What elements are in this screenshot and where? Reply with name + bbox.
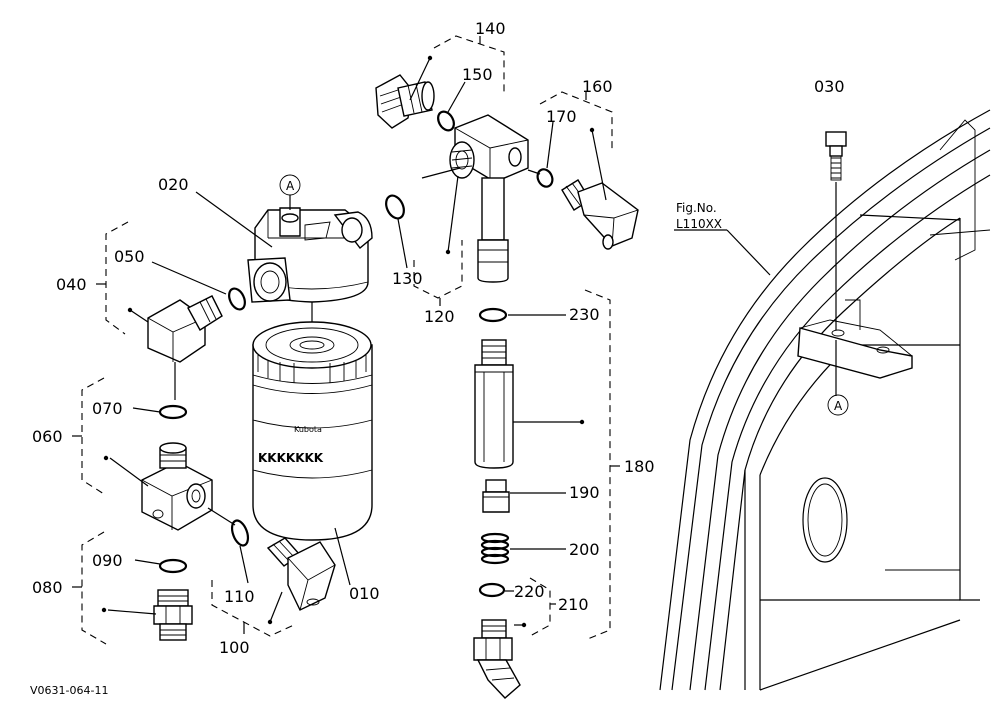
group-brackets bbox=[72, 35, 620, 645]
bolt-030 bbox=[825, 131, 847, 396]
elbow-fitting-140 bbox=[375, 74, 435, 129]
nipple-fitting-080 bbox=[153, 589, 193, 641]
label-010: 010 bbox=[349, 584, 380, 603]
elbow-fitting-100 bbox=[266, 537, 336, 611]
label-160: 160 bbox=[582, 77, 613, 96]
label-190: 190 bbox=[569, 483, 600, 502]
valve-190 bbox=[482, 479, 510, 513]
ref-mark-lower: A bbox=[834, 399, 843, 413]
tube-assembly-120 bbox=[421, 114, 529, 283]
label-090: 090 bbox=[92, 551, 123, 570]
label-220: 220 bbox=[514, 582, 545, 601]
filter-element-010 bbox=[252, 321, 373, 541]
o-ring-090 bbox=[158, 558, 188, 574]
ref-circle-lower bbox=[827, 394, 849, 416]
o-ring-150 bbox=[437, 110, 455, 132]
elbow-fitting-040 bbox=[147, 287, 246, 400]
ref-mark-upper: A bbox=[286, 179, 295, 193]
tractor-frame bbox=[659, 109, 991, 691]
label-170: 170 bbox=[546, 107, 577, 126]
o-ring-110 bbox=[230, 519, 250, 547]
label-230: 230 bbox=[569, 305, 600, 324]
label-180: 180 bbox=[624, 457, 655, 476]
drawing-code: V0631-064-11 bbox=[30, 684, 108, 697]
o-ring-070 bbox=[158, 404, 188, 420]
label-210: 210 bbox=[558, 595, 589, 614]
label-100: 100 bbox=[219, 638, 250, 657]
tee-fitting-060 bbox=[141, 442, 236, 531]
o-ring-130 bbox=[385, 194, 405, 220]
label-050: 050 bbox=[114, 247, 145, 266]
fig-no-label: Fig.No. bbox=[676, 201, 717, 215]
label-150: 150 bbox=[462, 65, 493, 84]
label-080: 080 bbox=[32, 578, 63, 597]
label-040: 040 bbox=[56, 275, 87, 294]
fitting-210 bbox=[473, 619, 521, 699]
label-140: 140 bbox=[475, 19, 506, 38]
sensor-160 bbox=[561, 179, 639, 250]
label-060: 060 bbox=[32, 427, 63, 446]
o-ring-220 bbox=[478, 582, 506, 598]
leader-lines bbox=[101, 55, 607, 628]
filter-stripe-text: KKKKKKK bbox=[258, 451, 324, 465]
part-labels: 010 020 030 040 050 060 070 080 090 100 … bbox=[30, 19, 845, 697]
label-020: 020 bbox=[158, 175, 189, 194]
filter-brand-text: Kubota bbox=[294, 425, 322, 434]
o-ring-170 bbox=[536, 168, 554, 188]
fig-no-value: L110XX bbox=[676, 217, 722, 231]
label-110: 110 bbox=[224, 587, 255, 606]
label-070: 070 bbox=[92, 399, 123, 418]
label-120: 120 bbox=[424, 307, 455, 326]
filter-head-020 bbox=[247, 174, 373, 322]
spring-200 bbox=[480, 532, 510, 565]
label-200: 200 bbox=[569, 540, 600, 559]
o-ring-230 bbox=[478, 307, 508, 323]
label-130: 130 bbox=[392, 269, 423, 288]
label-030: 030 bbox=[814, 77, 845, 96]
valve-housing-180 bbox=[474, 339, 514, 469]
